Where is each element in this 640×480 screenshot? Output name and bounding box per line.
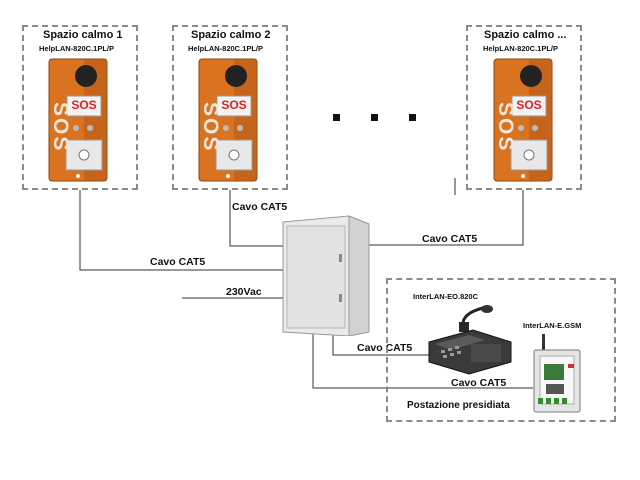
power-label: 230Vac <box>226 286 262 298</box>
sos-panel-3: SOS SOS <box>493 58 553 182</box>
calm-space-box-1 <box>22 25 138 190</box>
station-caption: Postazione presidiata <box>407 400 510 411</box>
cable-line-gsm <box>312 333 533 389</box>
cable-line-space1 <box>79 190 283 271</box>
gsm-module <box>532 334 584 416</box>
calm-space-title-2: Spazio calmo 2 <box>191 29 271 41</box>
calm-space-title-1: Spazio calmo 1 <box>43 29 123 41</box>
ellipsis-dot <box>409 114 416 121</box>
calm-space-model-1: HelpLAN-820C.1PL/P <box>39 44 115 53</box>
ellipsis-dot <box>371 114 378 121</box>
cable-line-space2 <box>229 190 283 247</box>
cable-line-space3 <box>368 190 524 246</box>
calm-space-box-3 <box>466 25 582 190</box>
ellipsis-dot <box>333 114 340 121</box>
sos-panel-1: ​ SOS SOS <box>48 58 108 182</box>
sos-badge: SOS <box>221 98 247 112</box>
calm-space-title-3: Spazio calmo ... <box>484 29 567 41</box>
manned-station-box <box>386 278 616 422</box>
calm-space-model-3: HelpLAN-820C.1PL/P <box>483 44 559 53</box>
cable-label-gsm: Cavo CAT5 <box>451 377 507 389</box>
calm-space-model-2: HelpLAN-820C.1PL/P <box>188 44 264 53</box>
intercom-console <box>425 304 515 376</box>
cable-label-space1: Cavo CAT5 <box>150 256 206 268</box>
control-cabinet <box>281 214 371 336</box>
sos-badge: SOS <box>516 98 542 112</box>
cable-line-console <box>332 333 440 356</box>
cable-label-space2: Cavo CAT5 <box>232 201 288 213</box>
console-label: InterLAN-EO.820C <box>413 292 479 301</box>
calm-space-box-2 <box>172 25 288 190</box>
cable-label-console: Cavo CAT5 <box>357 342 413 354</box>
sos-badge: SOS <box>71 98 97 112</box>
sos-panel-2: SOS SOS <box>198 58 258 182</box>
cable-label-space3: Cavo CAT5 <box>422 233 478 245</box>
gsm-label: InterLAN-E.GSM <box>523 321 582 330</box>
